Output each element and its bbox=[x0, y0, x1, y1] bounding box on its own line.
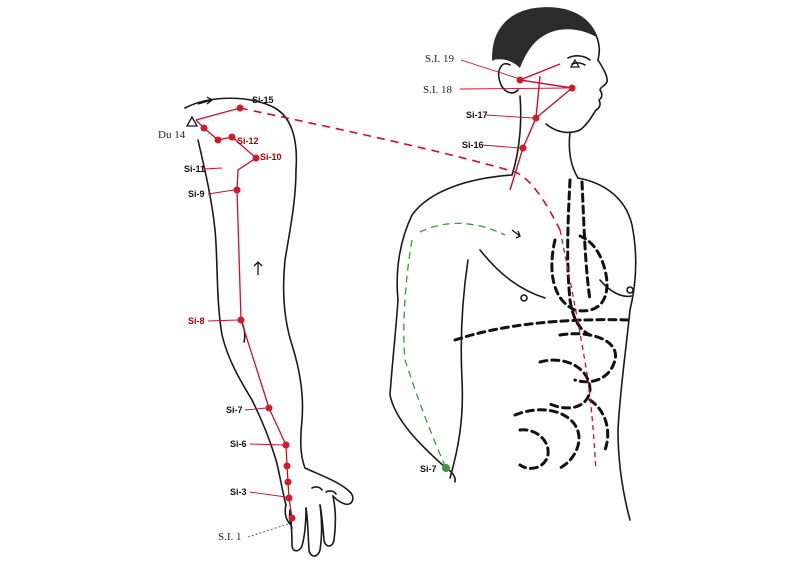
flow-arrows bbox=[197, 96, 521, 275]
label-si17: Si-17 bbox=[466, 110, 488, 120]
point-si11 bbox=[214, 136, 222, 144]
point-si3 bbox=[285, 494, 293, 502]
label-si6: Si-6 bbox=[230, 439, 247, 449]
arm-points bbox=[200, 104, 296, 522]
face-points bbox=[516, 76, 576, 152]
label-si19: S.I. 19 bbox=[425, 53, 455, 65]
face-triangle-marker bbox=[569, 58, 581, 68]
point-si7-arm bbox=[265, 404, 273, 412]
point-si15 bbox=[236, 104, 244, 112]
du14-marker bbox=[185, 115, 199, 127]
point-si7-body bbox=[442, 464, 450, 472]
secondary-channel bbox=[403, 222, 506, 469]
point-si1 bbox=[288, 514, 296, 522]
point-si17 bbox=[532, 114, 540, 122]
point-si9 bbox=[233, 186, 241, 194]
meridian-dashed-back bbox=[239, 107, 561, 231]
label-si10: Si-10 bbox=[260, 152, 282, 162]
internal-organs bbox=[453, 178, 632, 470]
label-si12: Si-12 bbox=[237, 136, 259, 146]
labels: S.I. 1 Si-3 Si-6 Si-7 Si-8 Si-9 Si-10 Si… bbox=[158, 53, 569, 543]
hair-shading bbox=[492, 7, 598, 69]
label-si11: Si-11 bbox=[184, 164, 205, 174]
point-si18 bbox=[568, 84, 576, 92]
label-si18: S.I. 18 bbox=[423, 84, 453, 96]
meridian-face bbox=[509, 63, 574, 191]
meridian-internal-branch bbox=[559, 229, 597, 471]
label-si3: Si-3 bbox=[230, 487, 247, 497]
point-si12 bbox=[228, 133, 236, 141]
point-si19 bbox=[516, 76, 524, 84]
meridian-arm bbox=[195, 107, 293, 519]
point-si16 bbox=[519, 144, 527, 152]
label-si9: Si-9 bbox=[188, 189, 205, 199]
label-si16: Si-16 bbox=[462, 140, 484, 150]
label-si15: Si-15 bbox=[252, 95, 274, 105]
point-si8 bbox=[237, 316, 245, 324]
arm-outline bbox=[184, 97, 354, 557]
label-si8: Si-8 bbox=[188, 316, 205, 326]
label-si7-arm: Si-7 bbox=[226, 405, 243, 415]
point-si6 bbox=[283, 462, 291, 470]
label-si7-body: Si-7 bbox=[420, 464, 437, 474]
label-si1: S.I. 1 bbox=[218, 531, 242, 543]
point-si10 bbox=[252, 154, 260, 162]
label-du14: Du 14 bbox=[158, 129, 186, 141]
